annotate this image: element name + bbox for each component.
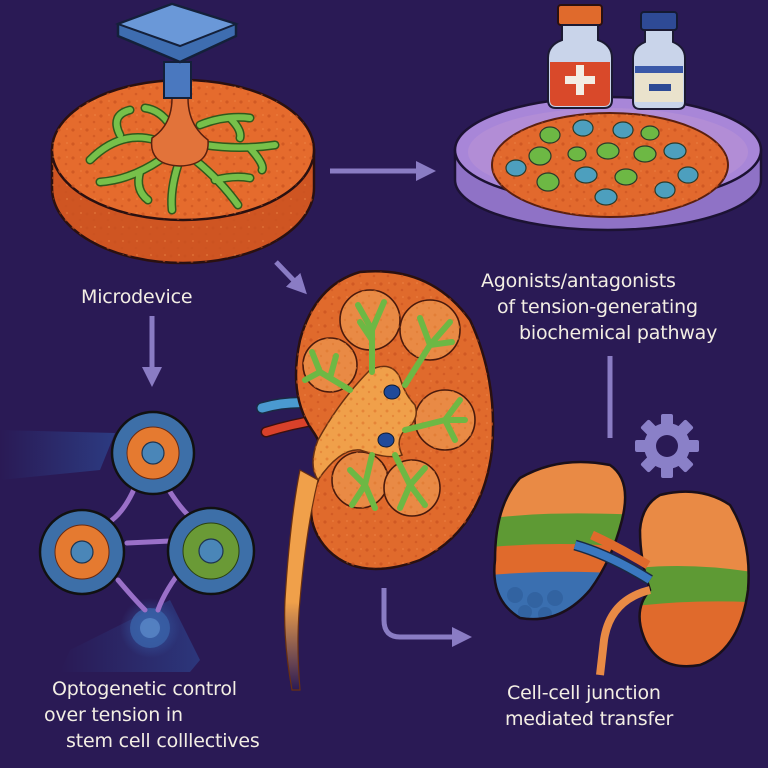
- optogenetic-label-line-2: over tension in: [44, 704, 183, 726]
- microdevice-label: Microdevice: [81, 286, 193, 308]
- transfer-label-line-1: Cell-cell junction: [507, 682, 661, 704]
- gear-icon: [635, 414, 699, 478]
- transfer-illustration: [493, 460, 750, 676]
- antagonist-vial: [632, 11, 686, 110]
- optogenetic-illustration: [0, 410, 256, 672]
- edge-microdevice-to-kidney: [274, 260, 307, 295]
- microdevice-illustration: [50, 2, 316, 265]
- stem-cell-top: [110, 410, 196, 496]
- transfer-label: Cell-cell junction mediated transfer: [505, 680, 673, 732]
- kidney-illustration: [256, 270, 495, 691]
- petri-dish-illustration: [453, 95, 763, 232]
- stem-cell-right: [166, 506, 256, 596]
- agonist-vial: [547, 4, 613, 109]
- agonists-label-line-1: Agonists/antagonists: [481, 270, 676, 292]
- transfer-label-line-2: mediated transfer: [505, 708, 674, 730]
- agonists-label: Agonists/antagonists of tension-generati…: [481, 268, 717, 346]
- stem-cell-left: [38, 508, 126, 596]
- optogenetic-label-line-1: Optogenetic control: [52, 678, 237, 700]
- edge-kidney-to-transfer: [381, 588, 472, 647]
- optogenetic-label: Optogenetic control over tension in stem…: [44, 676, 260, 754]
- agonists-label-line-3: biochemical pathway: [519, 322, 718, 344]
- optogenetic-label-line-3: stem cell colllectives: [66, 730, 260, 752]
- agonists-label-line-2: of tension-generating: [497, 296, 698, 318]
